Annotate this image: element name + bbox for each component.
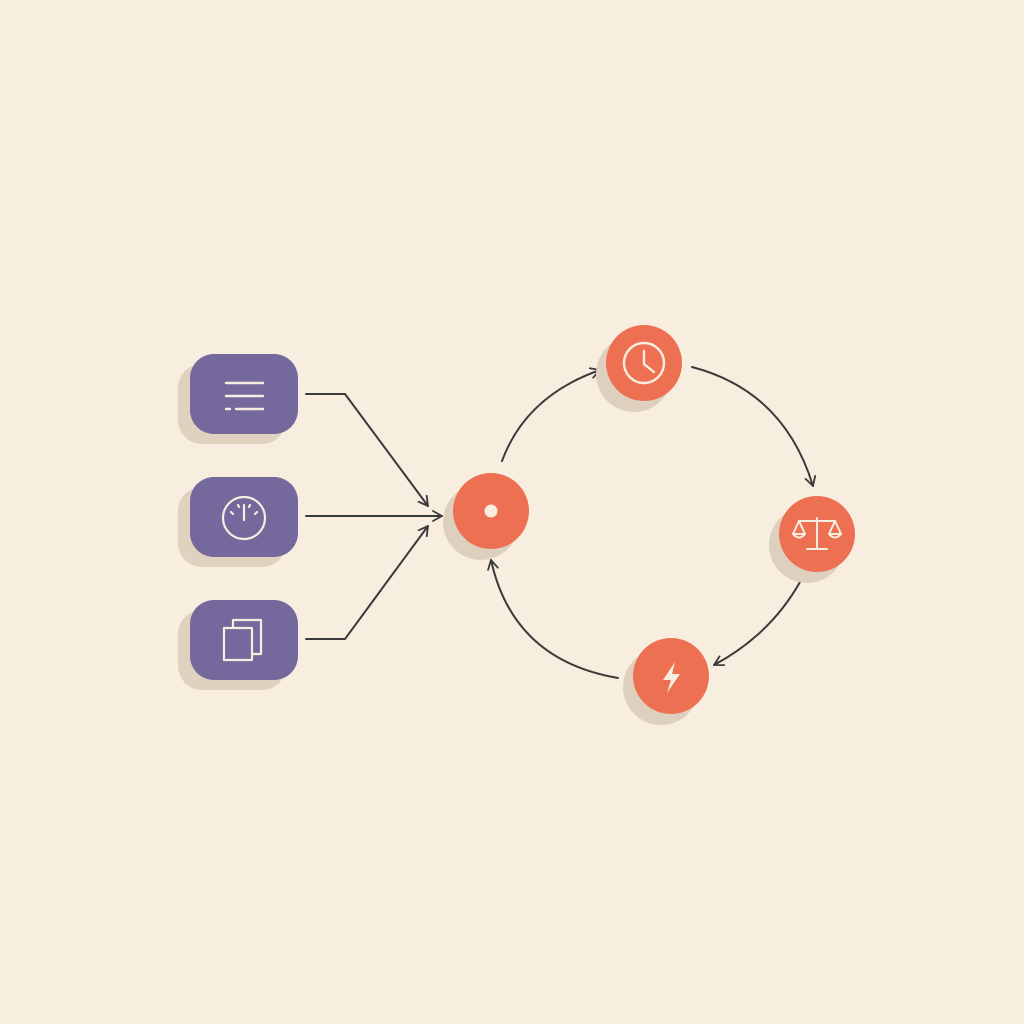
edge-copy-to-hub [305, 525, 429, 640]
edge-lightning-to-hub [487, 559, 619, 679]
list-lines-icon [224, 381, 265, 411]
node-body [190, 354, 298, 434]
dot-icon [484, 504, 498, 518]
input-node-list [178, 354, 298, 444]
input-node-gauge [178, 477, 298, 567]
cycle-node-clock [596, 325, 682, 412]
cycle-connectors [487, 366, 817, 679]
input-node-copy [178, 600, 298, 690]
edge-hub-to-clock [501, 367, 601, 462]
balance-scale-icon [792, 517, 842, 550]
lightning-icon [663, 662, 680, 693]
gauge-icon [221, 495, 267, 541]
cycle-node-lightning [623, 638, 709, 725]
copy-pages-icon [222, 618, 263, 662]
edge-list-to-hub [305, 393, 429, 507]
hub-node [443, 473, 529, 560]
edge-clock-to-balance [691, 366, 817, 487]
input-connectors [305, 393, 443, 640]
clock-icon [622, 341, 666, 385]
cycle-node-balance [769, 496, 855, 583]
edge-balance-to-lightning [713, 581, 801, 667]
